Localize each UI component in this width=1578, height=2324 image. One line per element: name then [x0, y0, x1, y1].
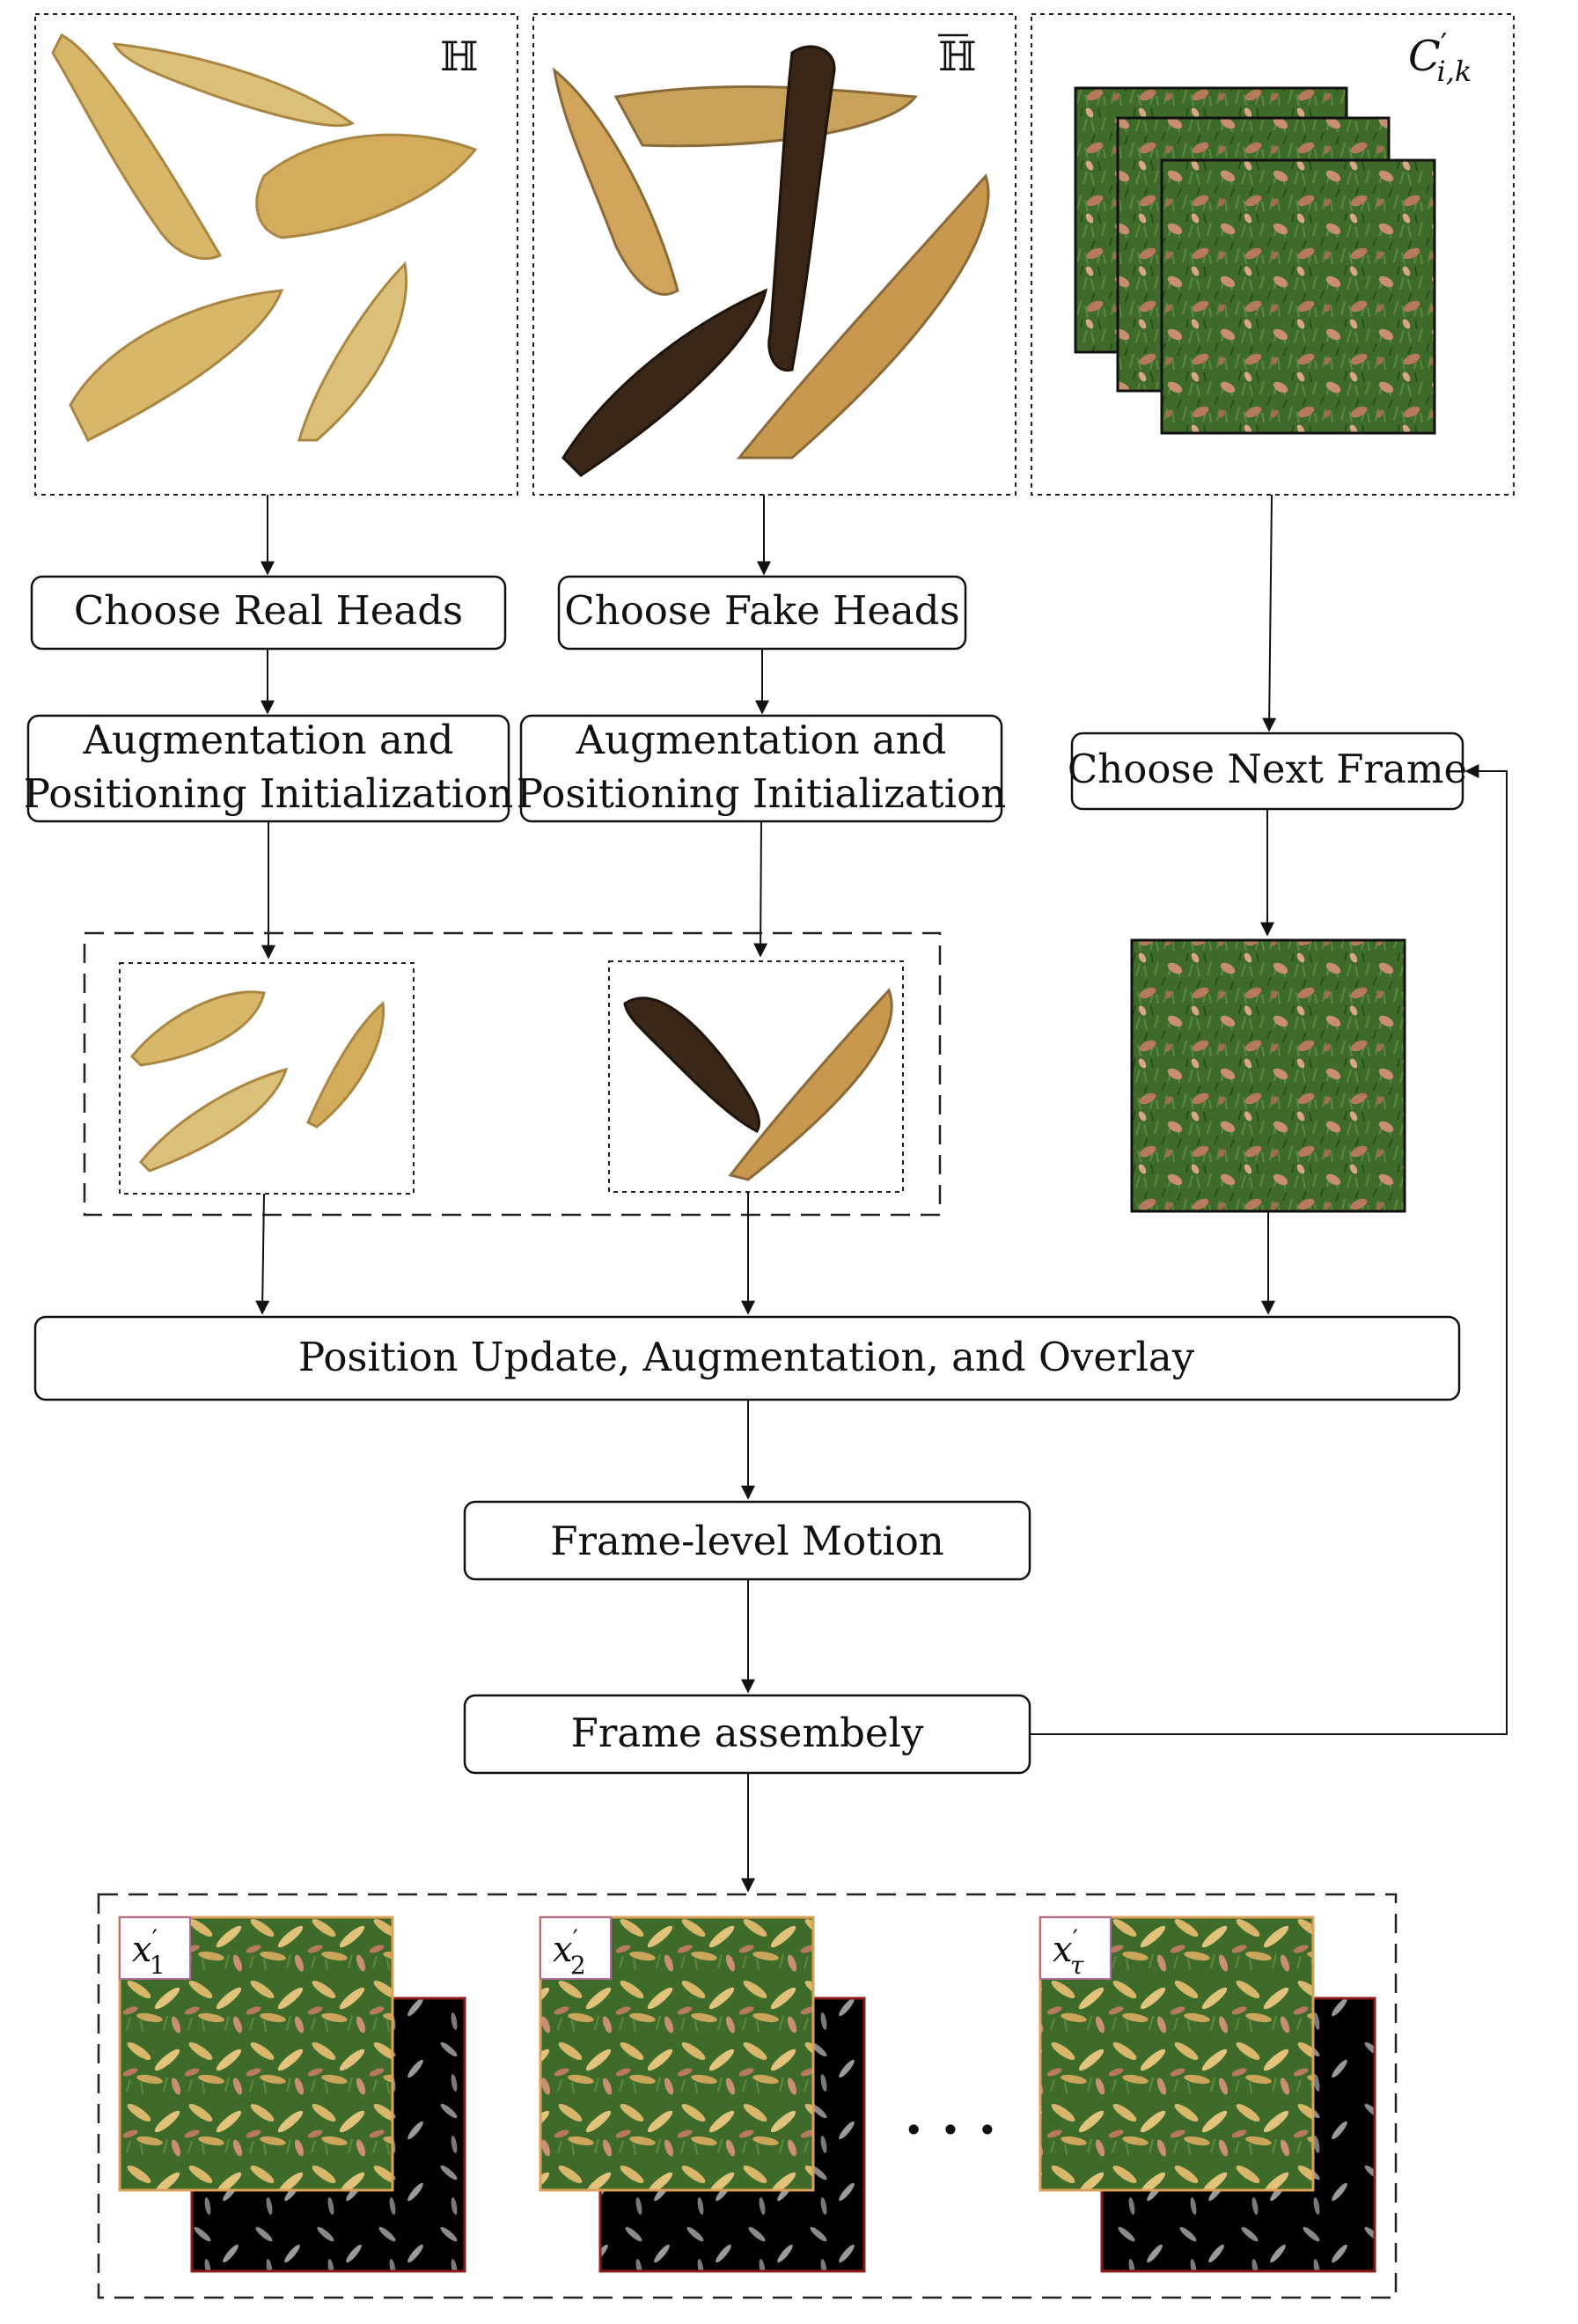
- choose-next-frame-label: Choose Next Frame: [1068, 746, 1467, 792]
- output-frames-group: x′1 x′2 · · · x′τ: [97, 1893, 1398, 2299]
- output-frame-1: x′1: [118, 1916, 466, 2273]
- choose-real-heads-step: Choose Real Heads: [30, 575, 507, 651]
- output-frame-2: x′2: [539, 1916, 866, 2273]
- loop-back-arrow: [1030, 764, 1508, 1735]
- augmentation-fake-line2: Positioning Initialization: [517, 770, 1006, 817]
- output-label-tau: x′τ: [1053, 1924, 1084, 1980]
- choose-fake-heads-label: Choose Fake Heads: [564, 587, 959, 634]
- output-label-1: x′1: [132, 1924, 165, 1980]
- initialized-real-heads: [119, 962, 415, 1195]
- output-label-2: x′2: [553, 1924, 586, 1980]
- output-frame-tau: x′τ: [1039, 1916, 1376, 2273]
- choose-real-heads-label: Choose Real Heads: [74, 587, 463, 634]
- context-label: C′i,k: [1408, 27, 1472, 88]
- frame-assembly-label: Frame assembely: [571, 1710, 924, 1756]
- context-frames-panel: C′i,k: [1031, 13, 1515, 496]
- fake-heads-symbol: ℍ: [938, 33, 976, 80]
- real-heads-symbol: ℍ: [440, 33, 478, 80]
- frame-motion-label: Frame-level Motion: [550, 1518, 944, 1564]
- ellipsis: · · ·: [905, 2100, 996, 2161]
- augmentation-fake-step: Augmentation and Positioning Initializat…: [517, 714, 1006, 823]
- augmentation-fake-line1: Augmentation and: [576, 717, 947, 763]
- fake-heads-panel: ℍ: [532, 13, 1017, 496]
- initialized-fake-heads: [608, 960, 904, 1193]
- real-head-images: [51, 33, 478, 443]
- position-update-step: Position Update, Augmentation, and Overl…: [33, 1315, 1461, 1401]
- selected-background-frame: [1130, 938, 1406, 1213]
- choose-fake-heads-step: Choose Fake Heads: [557, 575, 967, 651]
- fake-head-images: [552, 45, 990, 477]
- context-frame-front: [1160, 158, 1436, 435]
- augmentation-real-line2: Positioning Initialization: [24, 770, 513, 817]
- choose-next-frame-step: Choose Next Frame: [1068, 732, 1467, 811]
- frame-motion-step: Frame-level Motion: [463, 1500, 1031, 1581]
- frame-assembly-step: Frame assembely: [463, 1694, 1031, 1775]
- augmentation-real-step: Augmentation and Positioning Initializat…: [24, 714, 513, 823]
- initialized-heads-group: [83, 931, 942, 1217]
- augmentation-real-line1: Augmentation and: [83, 717, 454, 763]
- real-heads-panel: ℍ: [34, 13, 518, 496]
- position-update-label: Position Update, Augmentation, and Overl…: [298, 1334, 1195, 1380]
